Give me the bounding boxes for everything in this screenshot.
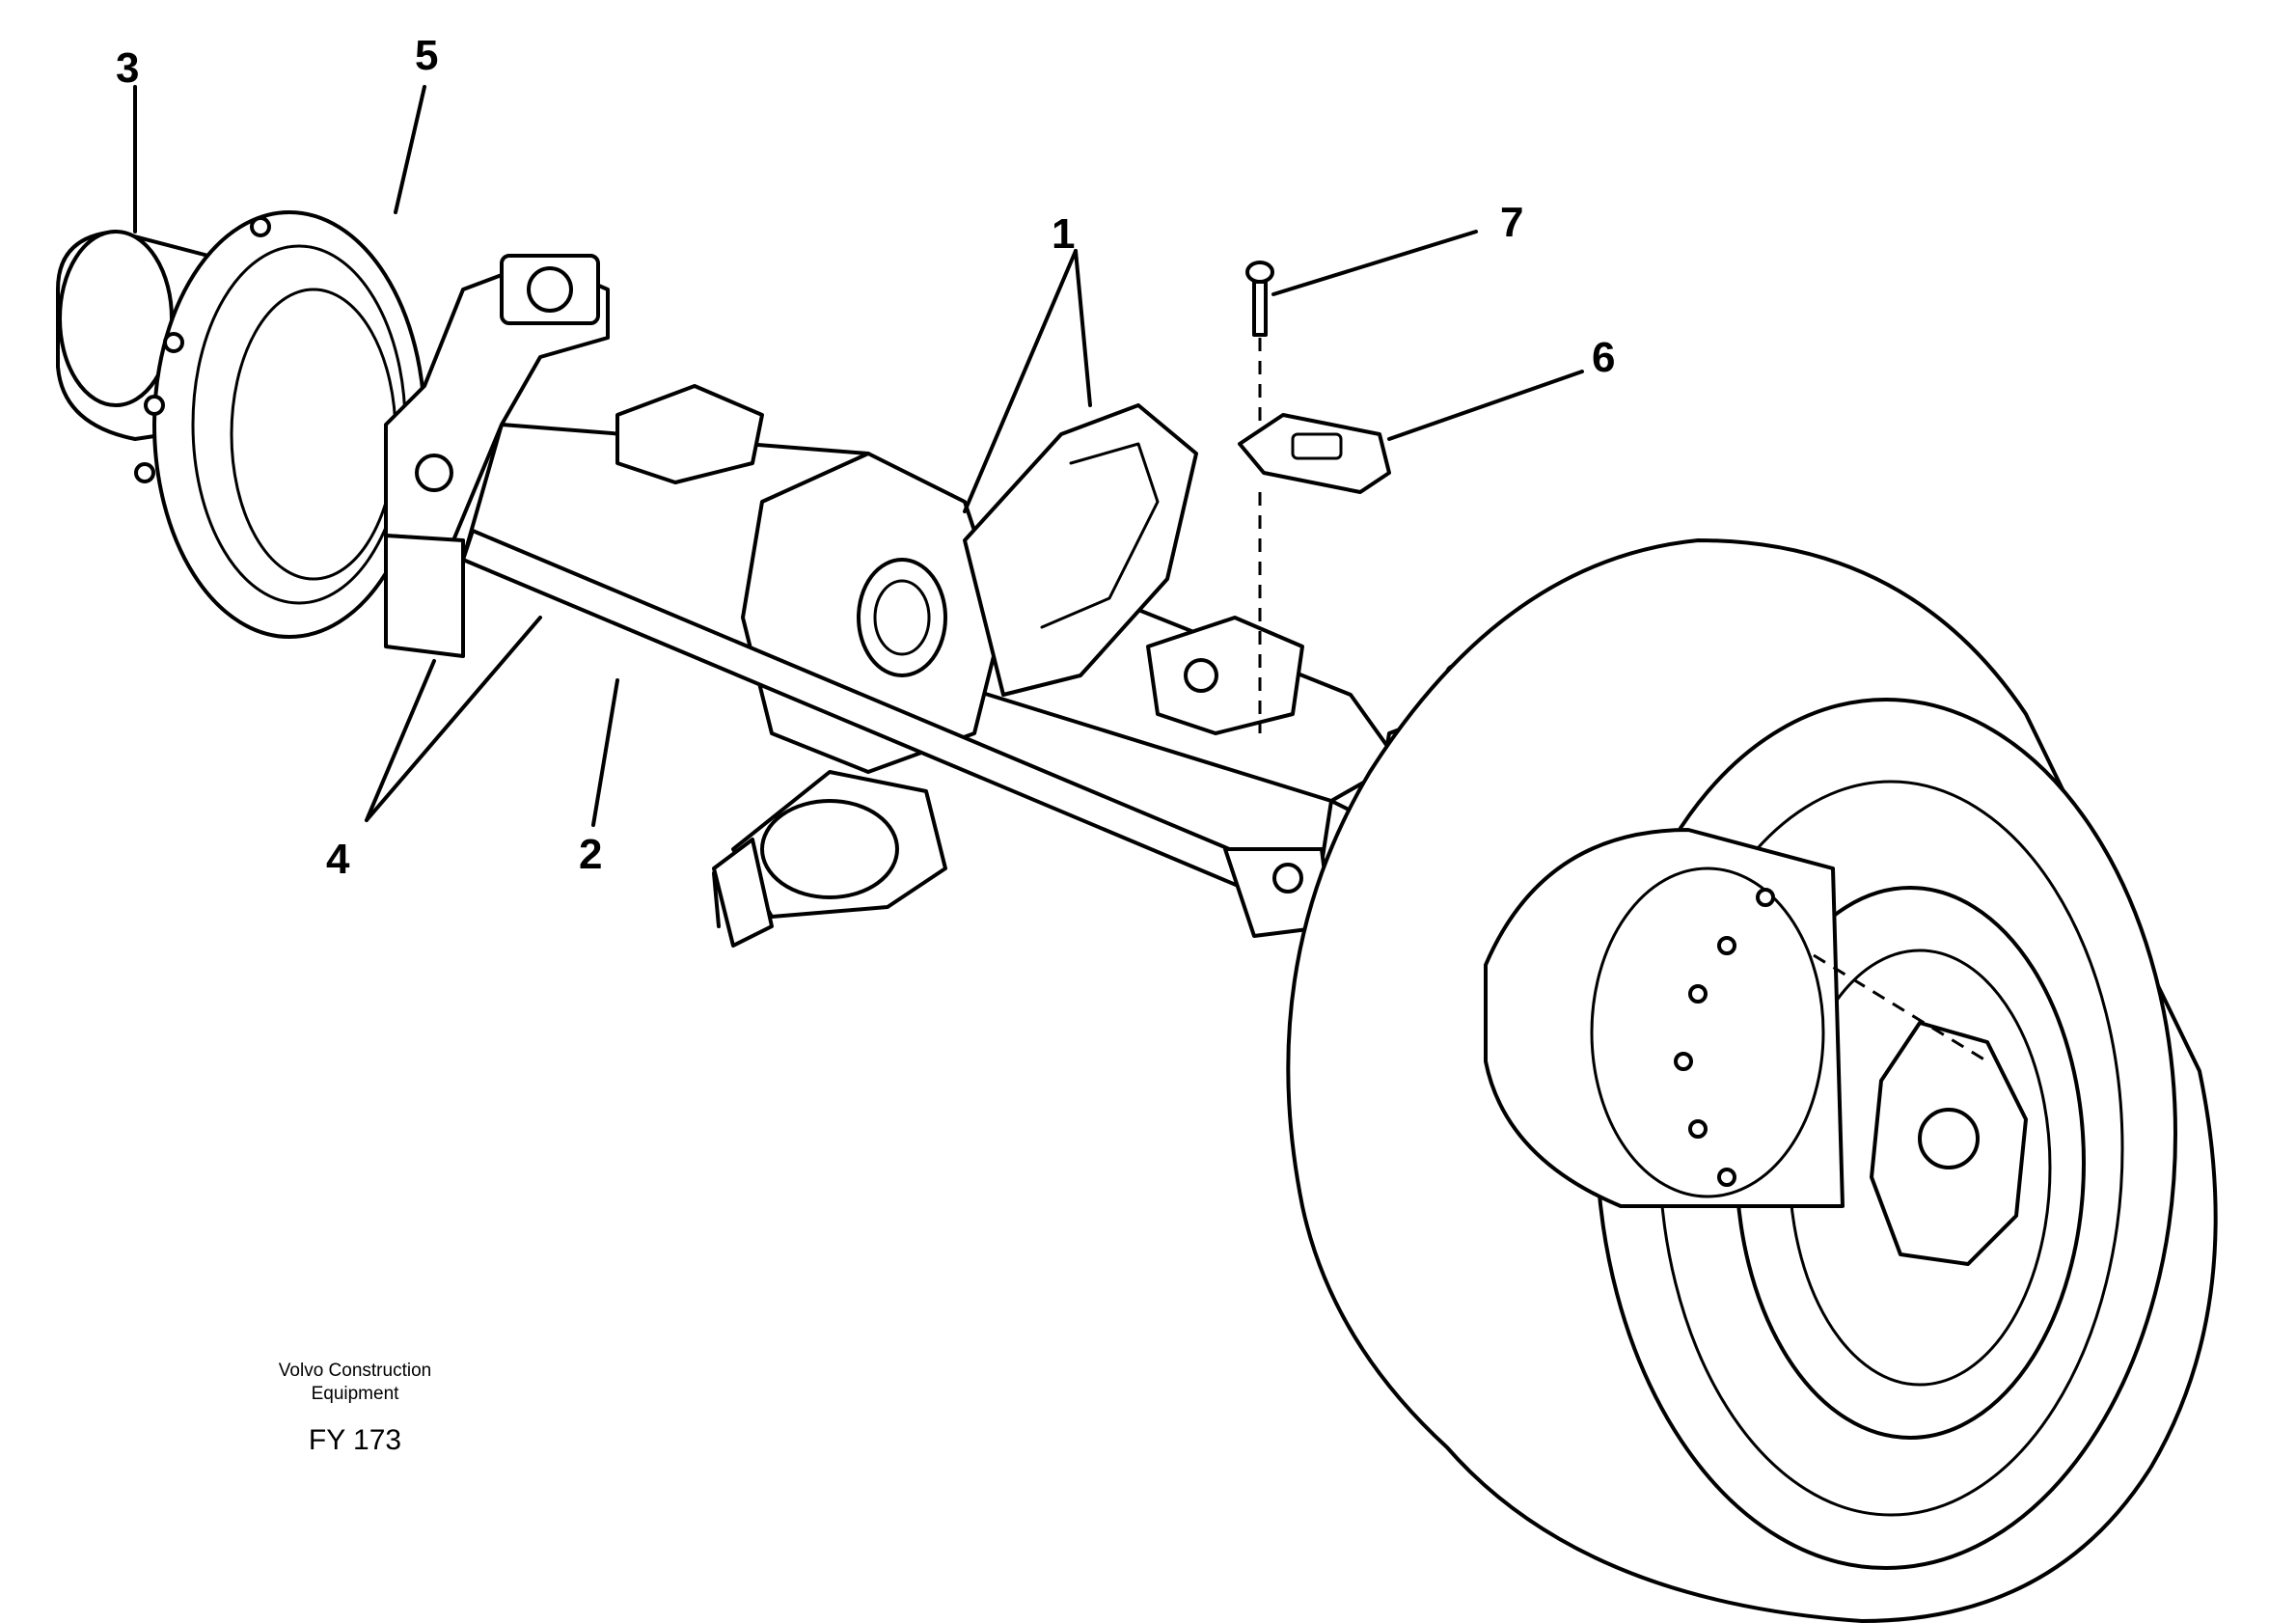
callout-4: 4 bbox=[326, 836, 350, 883]
drive-shaft-yoke bbox=[712, 770, 947, 948]
callout-1: 1 bbox=[1052, 210, 1075, 258]
leader-1 bbox=[1074, 249, 1092, 407]
callout-6: 6 bbox=[1592, 334, 1615, 381]
bolt-part-7 bbox=[1245, 261, 1274, 733]
leader-5 bbox=[394, 85, 426, 214]
leader-2 bbox=[591, 678, 619, 827]
leader-4a bbox=[365, 659, 436, 822]
caption-line-2: Equipment bbox=[312, 1384, 400, 1404]
callout-7: 7 bbox=[1500, 199, 1523, 246]
callout-3: 3 bbox=[116, 44, 139, 92]
leader-6 bbox=[1387, 370, 1584, 441]
leader-1b bbox=[963, 249, 1078, 513]
leader-7 bbox=[1271, 230, 1478, 296]
rubber-pad-part-6 bbox=[1238, 413, 1391, 494]
callout-2: 2 bbox=[579, 831, 602, 878]
figure-code: FY 173 bbox=[309, 1424, 401, 1456]
right-wheel-assembly bbox=[1286, 538, 2218, 1623]
callout-5: 5 bbox=[415, 32, 438, 79]
left-hub-assembly bbox=[56, 210, 426, 639]
leader-4b bbox=[365, 616, 542, 822]
caption-line-1: Volvo Construction bbox=[279, 1361, 431, 1381]
tie-rod bbox=[461, 529, 1333, 938]
